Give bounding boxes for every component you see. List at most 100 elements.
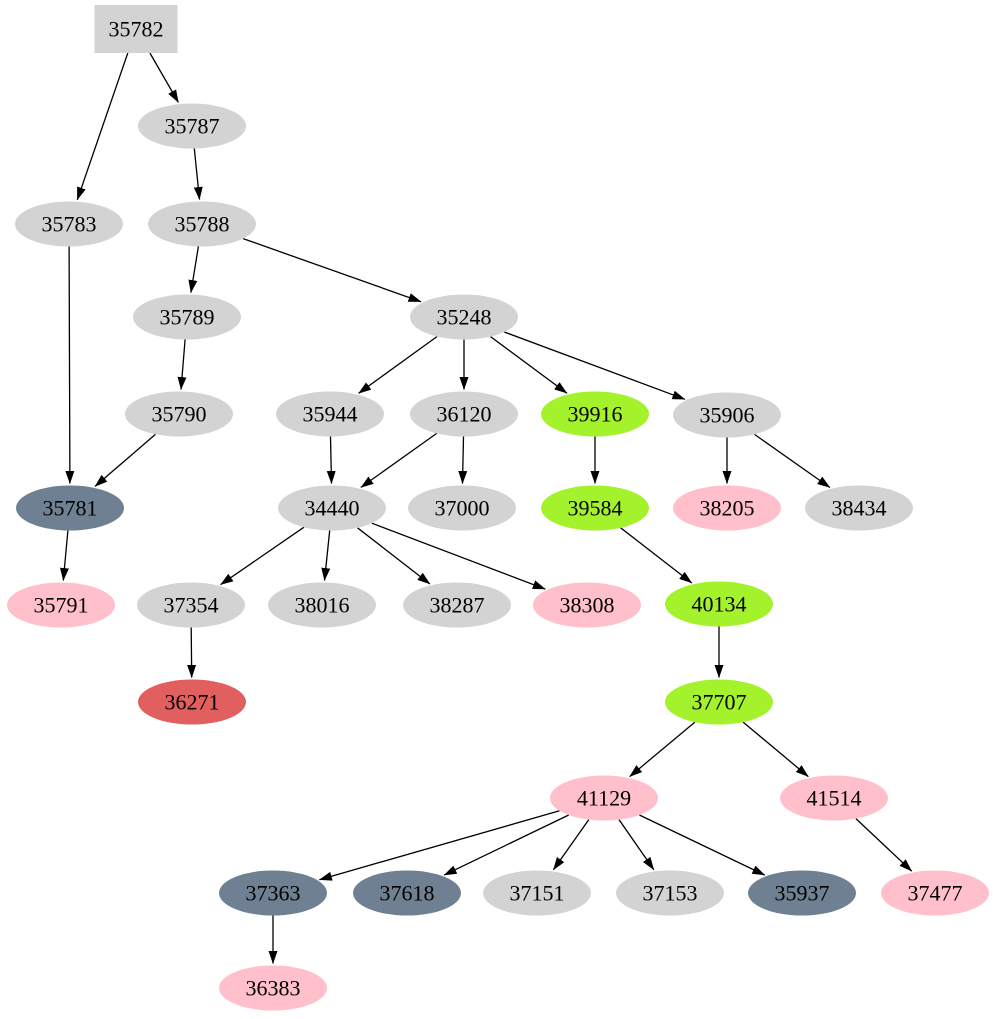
- graph-node-35789: 35789: [133, 294, 241, 340]
- node-label: 41514: [807, 786, 862, 811]
- node-shape-ellipse: [673, 485, 781, 531]
- node-label: 37363: [246, 881, 301, 906]
- node-shape-ellipse: [133, 294, 241, 340]
- graph-node-37707: 37707: [665, 679, 773, 725]
- graph-node-37618: 37618: [353, 870, 461, 916]
- graph-node-38434: 38434: [805, 485, 913, 531]
- node-shape-ellipse: [278, 485, 386, 531]
- graph-node-38016: 38016: [268, 582, 376, 628]
- graph-node-35782: 35782: [94, 5, 178, 53]
- node-shape-ellipse: [16, 485, 124, 531]
- node-label: 37000: [435, 496, 490, 521]
- graph-node-36120: 36120: [410, 391, 518, 437]
- node-label: 37477: [908, 881, 963, 906]
- node-shape-ellipse: [268, 582, 376, 628]
- graph-node-35906: 35906: [673, 392, 781, 438]
- graph-node-37151: 37151: [483, 870, 591, 916]
- node-shape-ellipse: [780, 775, 888, 821]
- node-label: 35790: [152, 402, 207, 427]
- edge-35789-35790: [177, 339, 187, 390]
- graph-node-41514: 41514: [780, 775, 888, 821]
- node-label: 37618: [380, 881, 435, 906]
- graph-node-35790: 35790: [125, 391, 233, 437]
- node-label: 35937: [775, 881, 830, 906]
- node-shape-ellipse: [125, 391, 233, 437]
- node-label: 38287: [430, 593, 485, 618]
- graph-node-38287: 38287: [403, 582, 511, 628]
- edge-36120-37000: [458, 436, 468, 484]
- node-shape-ellipse: [138, 103, 246, 149]
- node-shape-ellipse: [148, 201, 256, 247]
- edge-36120-34440: [360, 432, 438, 488]
- edge-35787-35788: [193, 148, 203, 200]
- node-shape-box: [94, 5, 178, 53]
- edge-35248-39916: [490, 336, 568, 394]
- node-label: 35781: [43, 496, 98, 521]
- edge-35248-35944: [358, 335, 438, 394]
- node-shape-ellipse: [665, 581, 773, 627]
- edge-41129-37618: [443, 814, 569, 876]
- edge-35790-35781: [94, 433, 156, 487]
- node-shape-ellipse: [550, 775, 658, 821]
- edge-35782-35787: [149, 52, 179, 103]
- edge-34440-38287: [357, 527, 431, 585]
- node-shape-ellipse: [533, 582, 641, 628]
- edge-37707-41514: [742, 721, 809, 778]
- node-shape-ellipse: [673, 392, 781, 438]
- node-label: 37707: [692, 690, 747, 715]
- graph-node-35783: 35783: [15, 201, 123, 247]
- graph-node-35944: 35944: [276, 391, 384, 437]
- node-label: 36120: [437, 402, 492, 427]
- node-label: 37151: [510, 881, 565, 906]
- edge-35944-34440: [326, 436, 336, 484]
- edge-34440-37354: [220, 526, 305, 586]
- graph-node-39916: 39916: [541, 391, 649, 437]
- node-label: 35906: [700, 403, 755, 428]
- edge-41514-37477: [855, 818, 913, 872]
- node-label: 38205: [700, 496, 755, 521]
- graph-node-40134: 40134: [665, 581, 773, 627]
- node-shape-ellipse: [403, 582, 511, 628]
- graph-node-34440: 34440: [278, 485, 386, 531]
- node-label: 41129: [577, 786, 631, 811]
- graph-node-37000: 37000: [408, 485, 516, 531]
- graph-node-35781: 35781: [16, 485, 124, 531]
- edge-34440-38016: [321, 530, 331, 581]
- node-label: 40134: [692, 592, 747, 617]
- graph-node-37477: 37477: [881, 870, 989, 916]
- edge-35782-35783: [76, 52, 129, 201]
- node-label: 39916: [568, 402, 623, 427]
- edge-35783-35781: [65, 246, 75, 484]
- edge-35781-35791: [59, 530, 69, 581]
- edge-37707-41129: [629, 721, 696, 778]
- edge-41129-37151: [552, 819, 590, 871]
- node-shape-ellipse: [15, 201, 123, 247]
- edge-34440-38308: [371, 522, 546, 590]
- node-label: 35788: [175, 212, 230, 237]
- nodes-layer: 35782 35787 35783 35788 35789 35248 35790 35944…: [7, 5, 989, 1011]
- edge-41129-35937: [639, 814, 766, 876]
- node-label: 35791: [34, 593, 89, 618]
- node-shape-ellipse: [7, 582, 115, 628]
- graph-node-38308: 38308: [533, 582, 641, 628]
- edge-41129-37153: [618, 819, 655, 871]
- node-shape-ellipse: [410, 391, 518, 437]
- node-label: 36383: [246, 976, 301, 1001]
- node-shape-ellipse: [408, 485, 516, 531]
- graph-node-35787: 35787: [138, 103, 246, 149]
- node-label: 34440: [305, 496, 360, 521]
- node-shape-ellipse: [541, 485, 649, 531]
- graph-node-36383: 36383: [219, 965, 327, 1011]
- edge-37354-36271: [187, 627, 197, 678]
- node-label: 35783: [42, 212, 97, 237]
- node-shape-ellipse: [483, 870, 591, 916]
- node-shape-ellipse: [805, 485, 913, 531]
- edge-35788-35789: [188, 246, 200, 294]
- node-label: 38308: [560, 593, 615, 618]
- node-label: 37153: [643, 881, 698, 906]
- node-label: 35782: [109, 17, 164, 42]
- node-label: 35248: [437, 305, 492, 330]
- node-shape-ellipse: [353, 870, 461, 916]
- node-label: 38434: [832, 496, 887, 521]
